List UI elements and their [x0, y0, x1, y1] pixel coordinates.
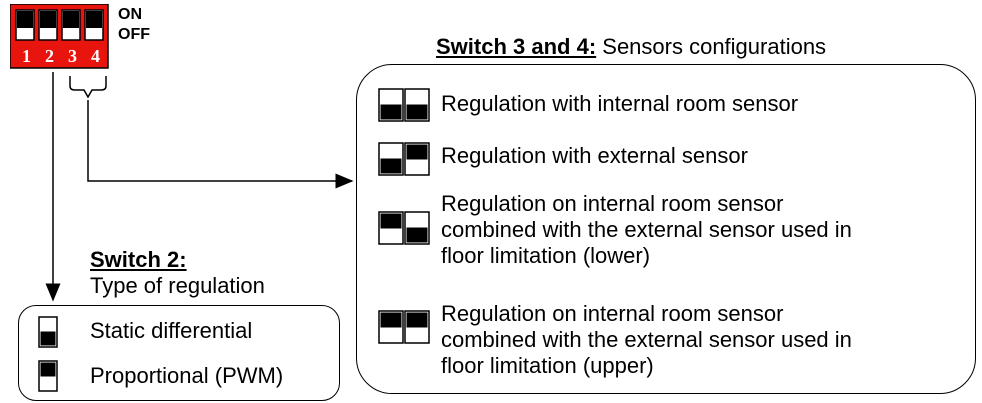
dip-number-1: 1	[22, 46, 31, 66]
switch2-static-label: Static differential	[90, 318, 253, 343]
switch2-panel	[18, 305, 340, 401]
switch2-pwm-label: Proportional (PWM)	[90, 363, 284, 388]
dip-switch-1-icon	[15, 9, 35, 41]
dip-switch: 1 2 3 4	[10, 4, 109, 69]
switch2-pwm-icon	[38, 360, 58, 392]
off-label: OFF	[118, 26, 150, 43]
switch2-static-icon	[38, 316, 58, 348]
dip-number-4: 4	[91, 46, 100, 66]
dip-number-3: 3	[68, 46, 77, 66]
dip-switch-4-icon	[84, 9, 104, 41]
switch34-config-4-icon	[378, 310, 430, 344]
switch34-config-3-icon	[378, 211, 430, 245]
switch34-heading-bold: Switch 3 and 4:	[436, 34, 597, 59]
switch2-heading: Switch 2: Type of regulation	[90, 247, 265, 299]
switch2-heading-text: Type of regulation	[90, 273, 265, 298]
switch34-heading-text: Sensors configurations	[596, 34, 827, 59]
dip-switch-3-icon	[61, 9, 81, 41]
switch34-panel	[356, 64, 976, 394]
switch34-config-3-label: Regulation on internal room sensor combi…	[441, 191, 852, 268]
switch34-config-4-label: Regulation on internal room sensor combi…	[441, 301, 852, 378]
switch34-brace	[69, 76, 107, 99]
on-label: ON	[118, 6, 142, 23]
dip-switch-2-icon	[38, 9, 58, 41]
dip-number-2: 2	[45, 46, 54, 66]
switch34-config-2-icon	[378, 142, 430, 176]
switch34-config-1-label: Regulation with internal room sensor	[441, 91, 799, 116]
switch34-config-1-icon	[378, 88, 430, 122]
switch34-arrow	[87, 100, 354, 189]
switch34-config-2-label: Regulation with external sensor	[441, 143, 748, 168]
switch2-heading-bold: Switch 2:	[90, 247, 187, 272]
switch34-heading: Switch 3 and 4: Sensors configurations	[436, 35, 826, 59]
